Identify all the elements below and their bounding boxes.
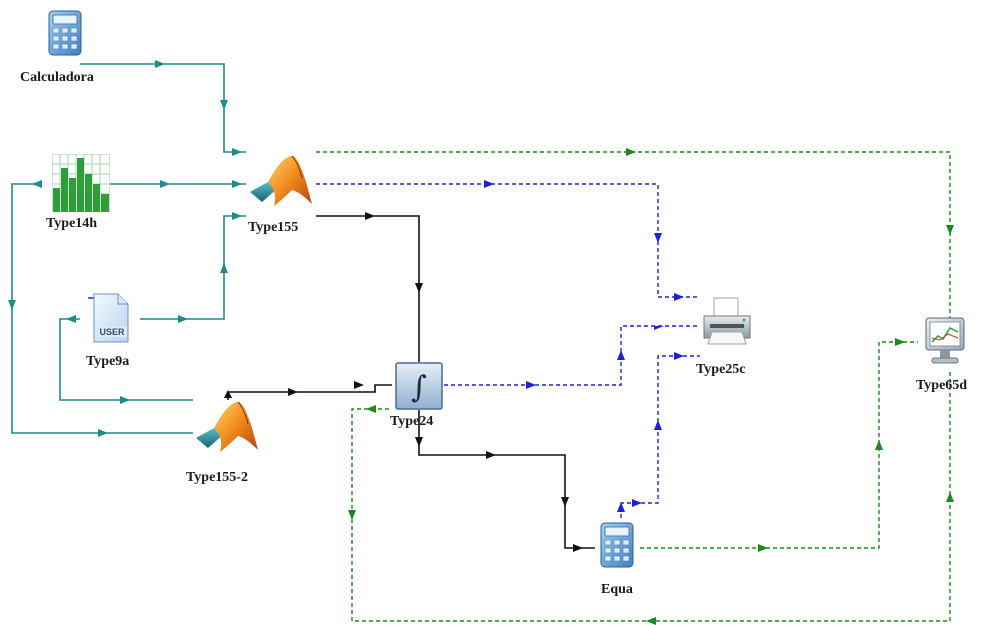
bar-chart-icon <box>52 154 110 212</box>
label-equa: Equa <box>601 582 633 597</box>
calculator-icon <box>48 10 82 56</box>
green-arrowheads <box>348 148 954 625</box>
link-type155-type65d[interactable] <box>316 151 951 318</box>
component-type24[interactable]: ∫ <box>394 362 444 410</box>
component-type25c[interactable] <box>700 294 754 350</box>
link-type24-equa[interactable] <box>418 410 595 549</box>
link-calculadora-type155[interactable] <box>80 63 246 153</box>
label-type24: Type24 <box>390 414 434 429</box>
user-file-icon: USER <box>88 293 129 343</box>
label-calculadora: Calculadora <box>20 70 94 85</box>
link-equa-type65d[interactable] <box>640 341 918 549</box>
link-type155-type24[interactable] <box>316 215 420 362</box>
component-calculadora[interactable] <box>48 10 82 56</box>
monitor-chart-icon <box>925 317 965 364</box>
link-equa-type25c[interactable] <box>620 355 700 518</box>
integral-icon: ∫ <box>395 362 443 410</box>
teal-arrowheads <box>8 60 242 437</box>
label-type155-2: Type155-2 <box>186 470 248 485</box>
matlab-icon <box>196 401 258 452</box>
link-type24-type25c[interactable] <box>444 325 700 386</box>
label-type25c: Type25c <box>696 362 746 377</box>
printer-icon <box>703 297 751 345</box>
link-type65d-type24[interactable] <box>351 372 951 622</box>
component-type14h[interactable] <box>52 154 110 212</box>
component-type155[interactable] <box>248 152 314 216</box>
link-type155-type25c[interactable] <box>316 183 700 298</box>
matlab-icon <box>250 155 312 206</box>
black-arrowheads <box>224 212 583 552</box>
blue-arrowheads <box>484 180 684 512</box>
component-type155-2[interactable] <box>194 398 260 462</box>
component-equa[interactable] <box>600 522 634 568</box>
link-type9a-type155[interactable] <box>140 215 246 320</box>
integral-symbol: ∫ <box>411 370 427 405</box>
label-type65d: Type65d <box>916 378 968 393</box>
user-badge: USER <box>99 327 125 337</box>
label-type14h: Type14h <box>46 216 98 231</box>
label-type9a: Type9a <box>86 354 130 369</box>
component-type65d[interactable] <box>920 316 970 374</box>
calculator-icon <box>600 522 634 568</box>
component-type9a[interactable]: USER <box>88 292 132 344</box>
label-type155: Type155 <box>248 220 299 235</box>
